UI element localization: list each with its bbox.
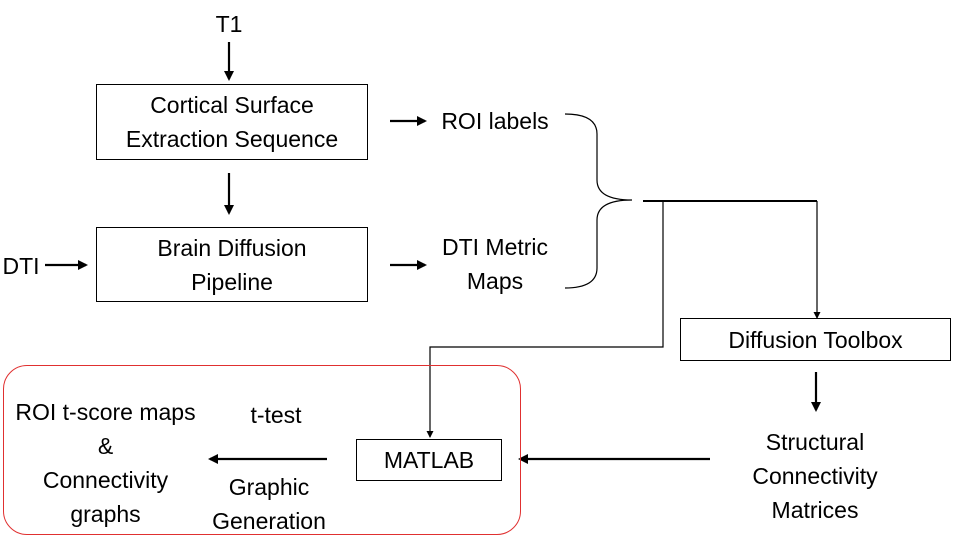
t-test-text: t-test <box>250 402 302 428</box>
merge-brace <box>564 113 633 289</box>
structural-connectivity-text: Structural Connectivity Matrices <box>752 429 878 523</box>
dti-label: DTI <box>2 253 40 279</box>
dti-metric-maps-text: DTI Metric Maps <box>441 234 549 294</box>
t1-label: T1 <box>215 11 243 37</box>
cortical-surface-box: Cortical Surface Extraction Sequence <box>96 84 368 160</box>
roi-labels-text: ROI labels <box>441 108 549 134</box>
brain-diffusion-box: Brain Diffusion Pipeline <box>96 227 368 302</box>
results-group-box <box>3 365 521 535</box>
roi-tscore-results-text: ROI t-score maps & Connectivity graphs <box>15 399 196 527</box>
graphic-generation-text: Graphic Generation <box>212 474 326 534</box>
arrow-to-matlab <box>426 201 664 438</box>
matlab-box: MATLAB <box>356 439 502 481</box>
diffusion-toolbox-box: Diffusion Toolbox <box>680 318 951 361</box>
